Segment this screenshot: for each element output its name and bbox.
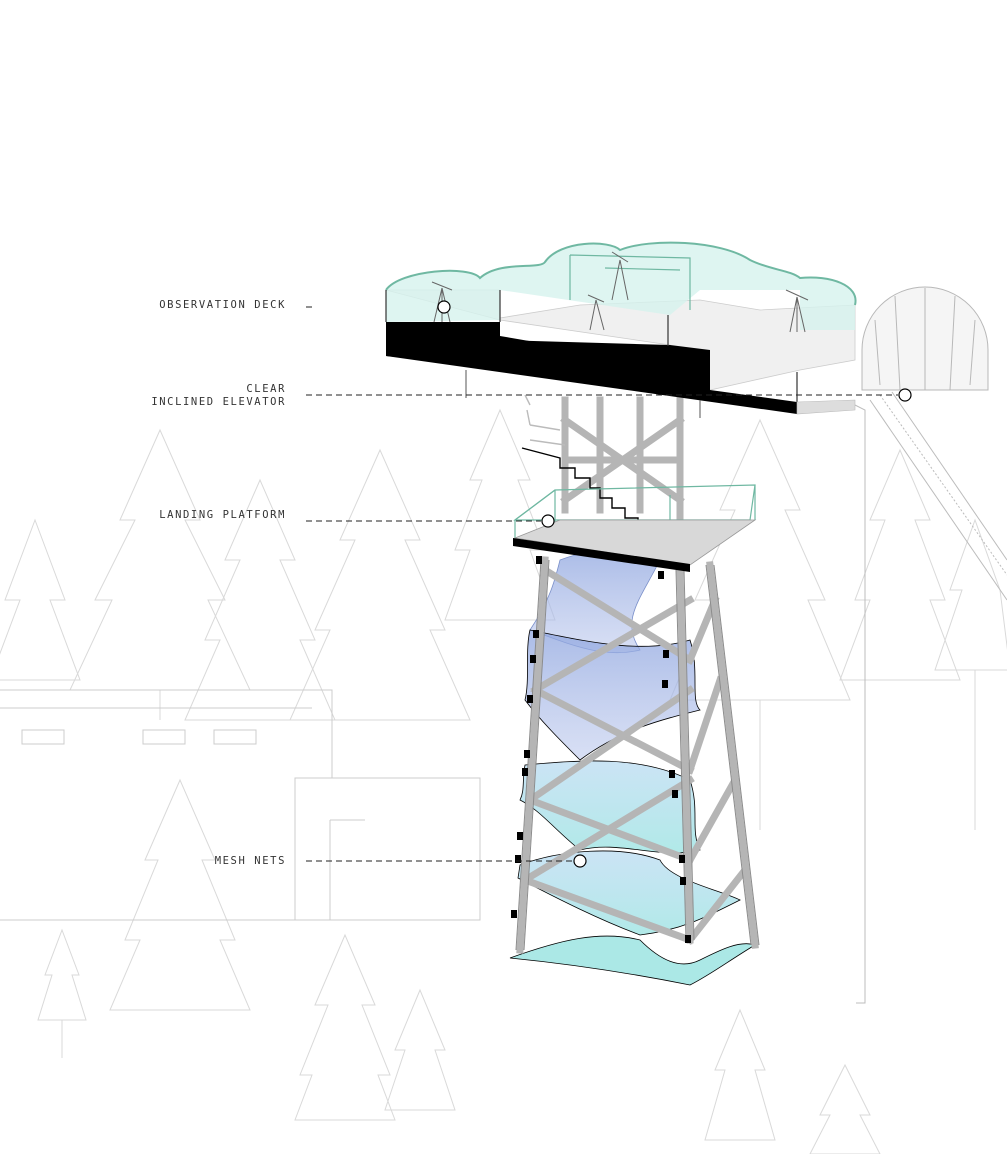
label-clear-line: CLEAR	[246, 383, 286, 395]
tree-icon	[0, 518, 81, 681]
callout-marker-observation-deck	[437, 300, 451, 314]
mesh-net-upper	[524, 629, 701, 761]
tree-icon	[184, 478, 336, 721]
landing-platform	[513, 484, 757, 572]
tower-structure	[516, 396, 759, 954]
tree-icon	[69, 428, 251, 720]
tree-icon	[809, 1063, 881, 1155]
observation-deck	[385, 241, 857, 418]
elevator-track	[854, 391, 1007, 1004]
label-inclined-elevator-line: INCLINED ELEVATOR	[151, 396, 286, 408]
callout-marker-elevator	[898, 388, 912, 402]
tree-icon	[444, 408, 556, 621]
background-trees	[0, 408, 1007, 1155]
callout-marker-mesh	[573, 854, 587, 868]
tree-icon	[109, 778, 251, 1011]
telescope-icon	[431, 251, 809, 333]
tree-icon	[384, 988, 456, 1111]
tree-icon	[294, 933, 396, 1121]
mesh-net-lower	[517, 850, 741, 936]
background-building	[0, 689, 481, 921]
tree-icon	[37, 928, 87, 1058]
tree-icon	[289, 448, 471, 721]
label-landing-platform: LANDING PLATFORM	[159, 509, 286, 521]
label-mesh-nets: MESH NETS	[214, 855, 286, 867]
callout-marker-landing	[541, 514, 555, 528]
leader-lines	[306, 306, 898, 862]
mesh-net-bottom	[509, 935, 756, 986]
tree-icon	[704, 1008, 776, 1141]
joint-markers	[511, 556, 691, 943]
label-clear-inclined-elevator: CLEAR INCLINED ELEVATOR	[151, 383, 286, 409]
tree-icon	[839, 448, 961, 681]
staircase	[521, 394, 686, 531]
callout-markers	[437, 300, 912, 868]
tree-icon	[669, 418, 851, 830]
mesh-nets	[509, 548, 756, 986]
elevator-cab	[861, 286, 989, 391]
label-observation-deck: OBSERVATION DECK	[159, 299, 286, 311]
tree-icon	[934, 518, 1007, 830]
